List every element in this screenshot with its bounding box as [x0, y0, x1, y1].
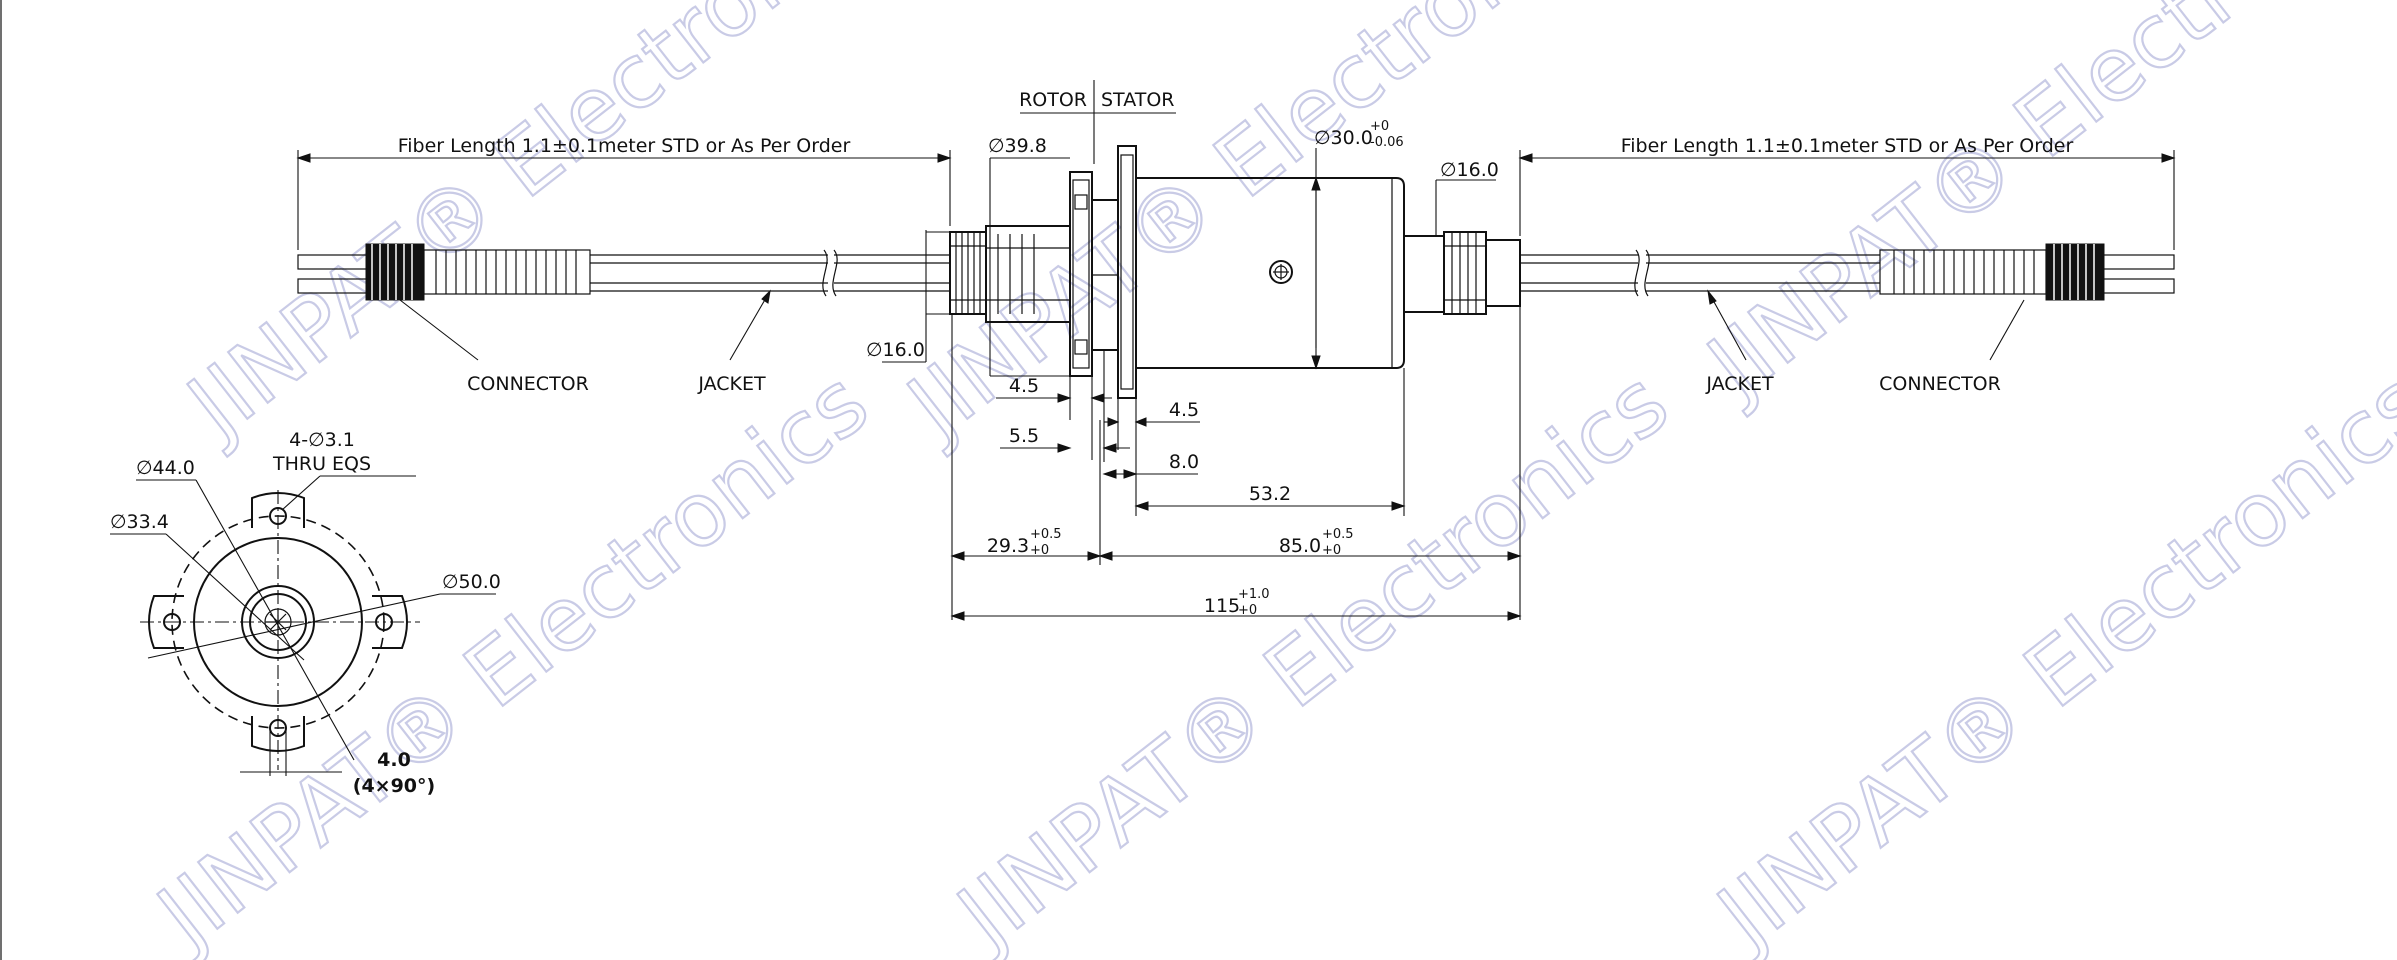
fiber-pigtail [2101, 278, 2175, 294]
connector-label-right: CONNECTOR [1879, 373, 2001, 395]
watermark-text: JINPAT® Electronics [1686, 0, 2397, 420]
connector-boot-left [423, 249, 591, 295]
rotor-label: ROTOR [1019, 89, 1087, 111]
dim-5-5: 5.5 [1009, 425, 1039, 447]
watermark-text: JINPAT® Electronics [1696, 351, 2397, 960]
dim-53-2: 53.2 [1249, 483, 1291, 505]
dim-diameter-44: ∅44.0 [136, 457, 195, 479]
dim-115: 115 [1204, 595, 1240, 617]
connector-body-left [365, 243, 425, 301]
dim-4-0: 4.0 [377, 749, 411, 771]
connector-body-right [2045, 243, 2105, 301]
break-line [832, 249, 838, 297]
left-fiber-assembly [297, 243, 950, 301]
break-line [1644, 249, 1650, 297]
holes-label-line2: THRU EQS [272, 453, 371, 475]
top-dimensions: ROTOR STATOR Fiber Length 1.1±0.1meter S… [296, 80, 2176, 377]
dim-4-5-left: 4.5 [1009, 375, 1039, 397]
jacket-label-left: JACKET [697, 373, 766, 395]
dim-diameter-39-8: ∅39.8 [988, 135, 1047, 157]
dim-diameter-30-upper: +0 [1370, 119, 1389, 134]
stator-housing [1135, 177, 1405, 369]
gland-nut-right [1443, 231, 1487, 315]
watermark-text: JINPAT® Electronics [936, 351, 1687, 960]
callouts: CONNECTOR JACKET JACKET CONNECTOR [399, 289, 2025, 395]
connector-label-left: CONNECTOR [467, 373, 589, 395]
stator-nose [1403, 235, 1445, 313]
holes-label-line1: 4-∅3.1 [289, 429, 355, 451]
slip-ring-body [949, 145, 1521, 399]
stator-label: STATOR [1101, 89, 1174, 111]
fiber-length-right: Fiber Length 1.1±0.1meter STD or As Per … [1621, 135, 2074, 157]
dim-29-3-upper: +0.5 [1030, 527, 1062, 542]
break-line [1634, 249, 1640, 297]
dim-85-0-upper: +0.5 [1322, 527, 1354, 542]
dim-4-5-right: 4.5 [1169, 399, 1199, 421]
dim-diameter-16-left: ∅16.0 [866, 339, 925, 361]
set-screw-icon [1269, 260, 1293, 284]
dim-diameter-50: ∅50.0 [442, 571, 501, 593]
dim-8-0: 8.0 [1169, 451, 1199, 473]
flange-end-view: 4-∅3.1 THRU EQS ∅44.0 ∅33.4 ∅50.0 4.0 (4… [110, 429, 501, 797]
dim-29-3: 29.3 [987, 535, 1029, 557]
fiber-pigtail [2101, 254, 2175, 270]
dim-29-3-lower: +0 [1030, 543, 1049, 558]
dim-115-lower: +0 [1238, 603, 1257, 618]
dim-85-0: 85.0 [1279, 535, 1321, 557]
dim-85-0-lower: +0 [1322, 543, 1341, 558]
dim-diameter-30-lower: -0.06 [1370, 135, 1404, 150]
right-fiber-assembly [1520, 243, 2175, 301]
bottom-dimensions: ∅16.0 4.5 4.5 5.5 8.0 53.2 [866, 230, 1522, 621]
angle-note: (4×90°) [353, 775, 435, 797]
dim-diameter-16-right: ∅16.0 [1440, 159, 1499, 181]
watermark-text: JINPAT® Electronics [886, 0, 1637, 460]
dim-115-upper: +1.0 [1238, 587, 1270, 602]
flange-ear-right [372, 595, 408, 649]
break-line [822, 249, 828, 297]
cable-boot-right [1485, 239, 1521, 307]
dim-diameter-30: ∅30.0 [1314, 127, 1373, 149]
fiber-length-left: Fiber Length 1.1±0.1meter STD or As Per … [398, 135, 851, 157]
connector-ribs-left [435, 250, 577, 294]
mounting-hole-icon [163, 613, 181, 631]
jacket-label-right: JACKET [1705, 373, 1774, 395]
dim-diameter-33-4: ∅33.4 [110, 511, 169, 533]
